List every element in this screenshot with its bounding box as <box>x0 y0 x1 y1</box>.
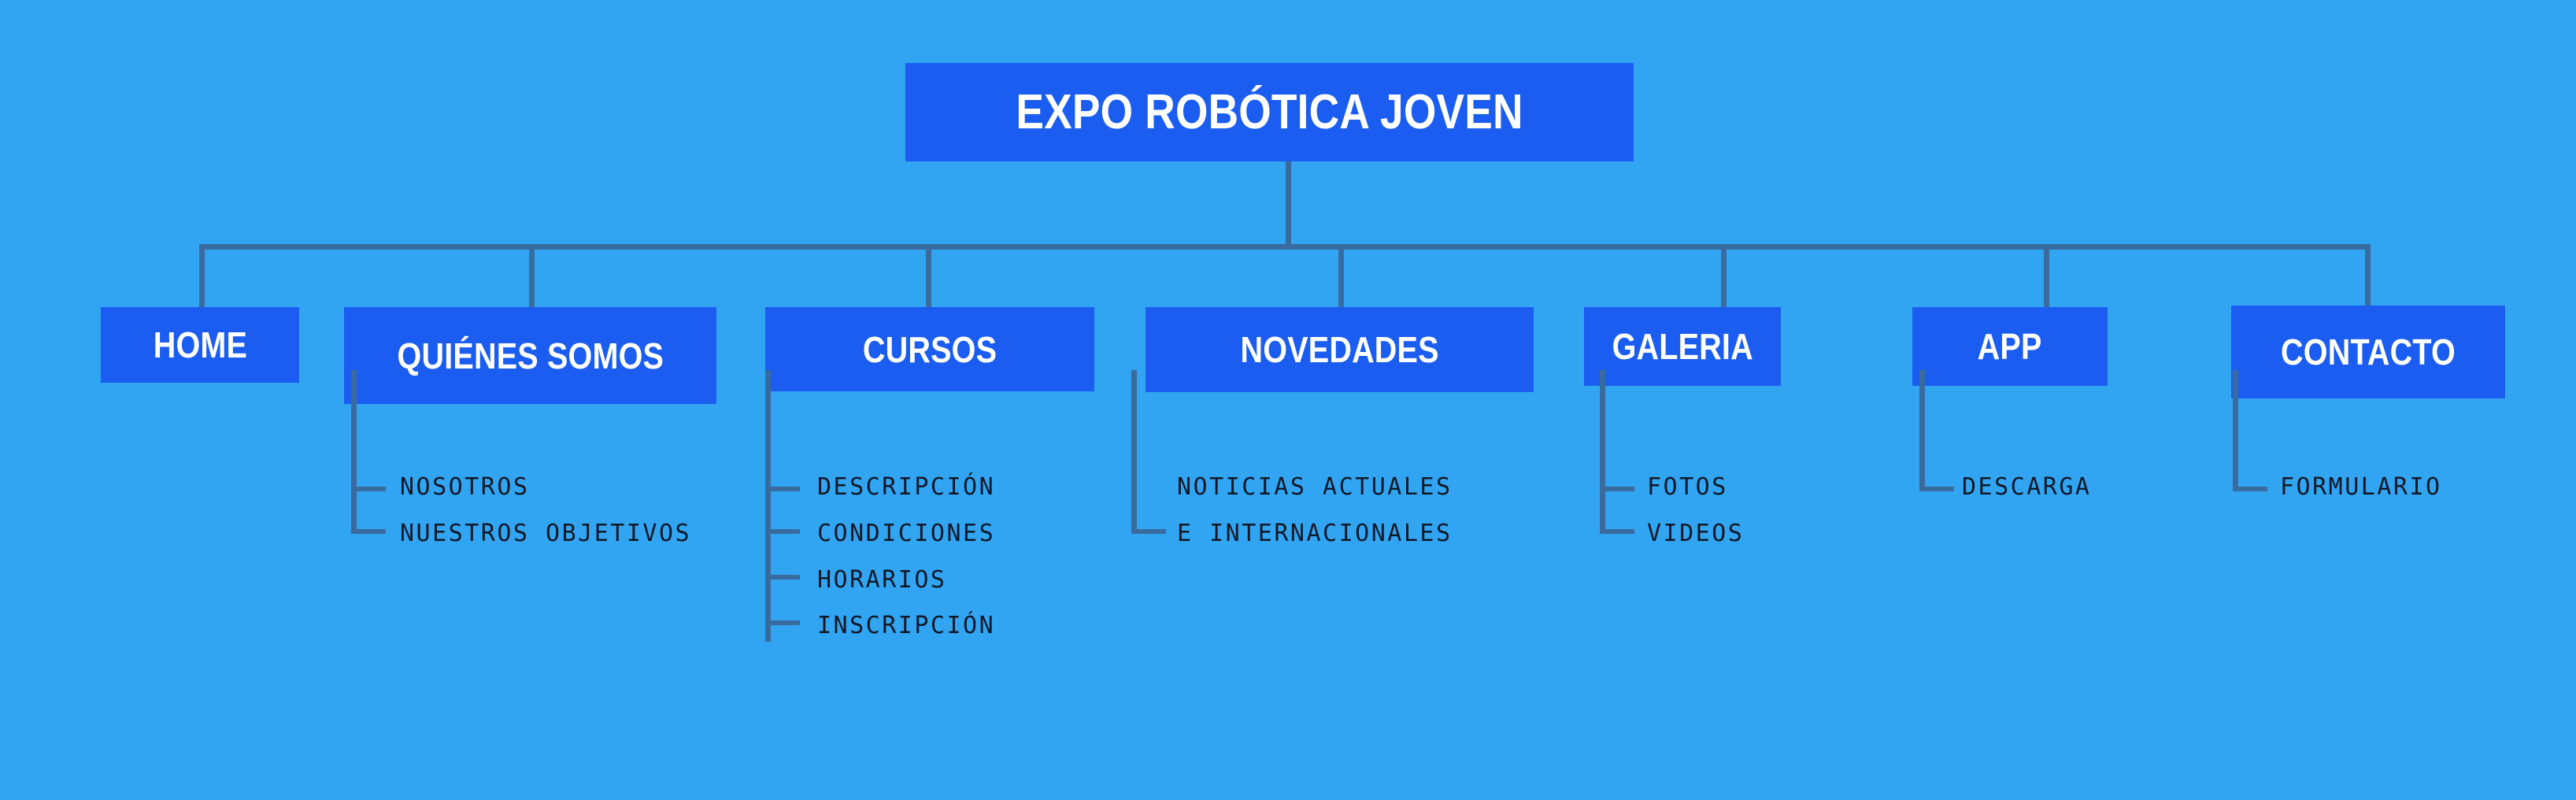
subtree-spine-cursos <box>765 370 771 642</box>
subitem-cursos-2[interactable]: HORARIOS <box>817 566 947 594</box>
node-home[interactable]: HOME <box>101 307 299 383</box>
node-app-label: APP <box>1978 326 2042 367</box>
subitem-galeria-0[interactable]: FOTOS <box>1647 473 1728 501</box>
subitem-contacto-0[interactable]: FORMULARIO <box>2280 473 2442 501</box>
subtree-tick-quienes-somos-0 <box>351 487 386 491</box>
subtree-tick-novedades-0 <box>1131 529 1166 534</box>
node-quienes-somos-label: QUIÉNES SOMOS <box>397 335 664 376</box>
subitem-app-0[interactable]: DESCARGA <box>1962 473 2092 501</box>
node-app[interactable]: APP <box>1912 307 2108 386</box>
node-contacto-label: CONTACTO <box>2281 331 2456 372</box>
subitem-cursos-1[interactable]: CONDICIONES <box>817 520 996 547</box>
branch-connector-home <box>199 244 205 307</box>
node-home-label: HOME <box>153 324 247 365</box>
subtree-tick-app-0 <box>1919 487 1954 491</box>
subtree-tick-quienes-somos-1 <box>351 529 386 534</box>
node-novedades-label: NOVEDADES <box>1240 329 1439 370</box>
node-galeria-label: GALERIA <box>1612 326 1753 367</box>
node-novedades[interactable]: NOVEDADES <box>1146 307 1534 392</box>
subtree-spine-app <box>1919 370 1925 490</box>
subtree-tick-cursos-3 <box>765 620 800 625</box>
subitem-novedades-0[interactable]: NOTICIAS ACTUALES <box>1177 473 1453 501</box>
root-stem-connector <box>1286 161 1291 250</box>
subtree-spine-quienes-somos <box>351 370 357 534</box>
root-node-label: EXPO ROBÓTICA JOVEN <box>1016 85 1523 139</box>
node-quienes-somos[interactable]: QUIÉNES SOMOS <box>344 307 716 404</box>
root-node-expo-robotica-joven[interactable]: EXPO ROBÓTICA JOVEN <box>905 63 1634 161</box>
subtree-tick-galeria-1 <box>1600 529 1634 534</box>
branch-connector-cursos <box>926 244 931 307</box>
branch-connector-quienes-somos <box>529 244 535 307</box>
branch-connector-app <box>2044 244 2049 307</box>
subtree-tick-cursos-0 <box>765 487 800 491</box>
subitem-galeria-1[interactable]: VIDEOS <box>1647 520 1745 547</box>
subtree-tick-galeria-0 <box>1600 487 1634 491</box>
node-contacto[interactable]: CONTACTO <box>2231 306 2505 398</box>
node-galeria[interactable]: GALERIA <box>1584 307 1781 386</box>
subitem-cursos-3[interactable]: INSCRIPCIÓN <box>817 612 996 639</box>
branch-connector-contacto <box>2365 244 2371 307</box>
subtree-tick-contacto-0 <box>2233 487 2267 491</box>
trunk-connector <box>199 244 2371 250</box>
subitem-cursos-0[interactable]: DESCRIPCIÓN <box>817 473 996 501</box>
node-cursos-label: CURSOS <box>862 328 997 370</box>
branch-connector-galeria <box>1721 244 1727 307</box>
subtree-spine-contacto <box>2233 370 2238 490</box>
subitem-quienes-somos-1[interactable]: NUESTROS OBJETIVOS <box>400 520 692 547</box>
subtree-spine-novedades <box>1131 370 1137 529</box>
branch-connector-novedades <box>1338 244 1344 307</box>
subitem-novedades-1[interactable]: E INTERNACIONALES <box>1177 520 1453 547</box>
subtree-tick-cursos-2 <box>765 575 800 580</box>
subtree-spine-galeria <box>1600 370 1605 534</box>
subtree-tick-cursos-1 <box>765 529 800 534</box>
node-cursos[interactable]: CURSOS <box>765 307 1094 391</box>
subitem-quienes-somos-0[interactable]: NOSOTROS <box>400 473 530 501</box>
